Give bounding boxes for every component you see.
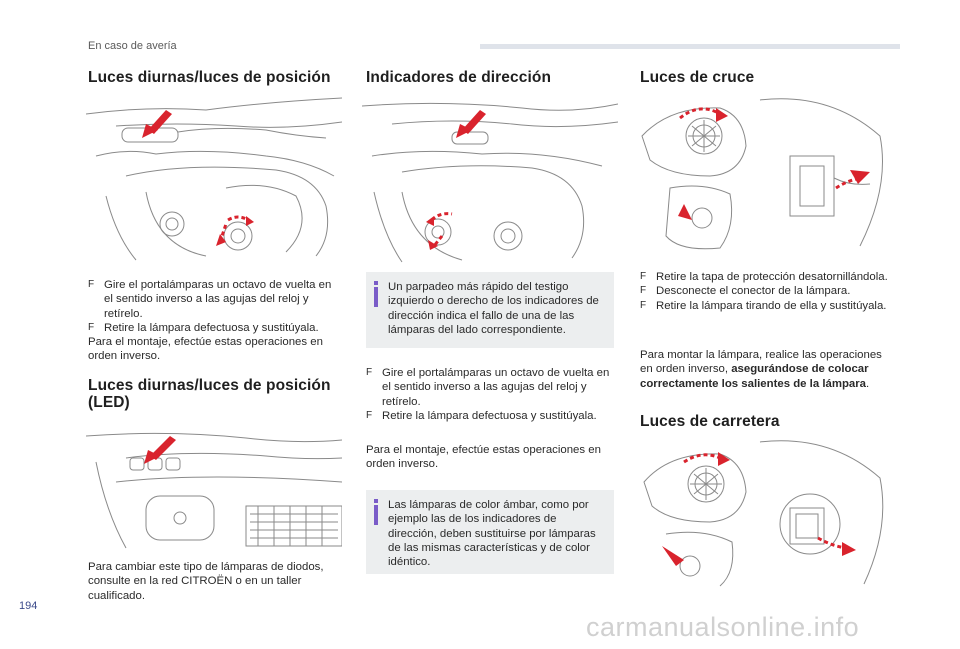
bullet-mark: F — [88, 279, 95, 290]
bullet-mark: F — [366, 367, 373, 378]
info-box-amber-lamps: Las lámparas de color ámbar, como por ej… — [366, 490, 614, 574]
title-daytime-lights: Luces diurnas/luces de posición — [88, 69, 331, 86]
bullet-mark: F — [640, 285, 647, 297]
page-number: 194 — [19, 600, 38, 612]
col1-paragraph-1: Para el montaje, efectúe estas operacion… — [88, 336, 323, 363]
title-main-beam: Luces de carretera — [640, 413, 780, 430]
bullet-mark: F — [366, 409, 373, 421]
col3-paragraph-bold: asegurándose de colocar correctamente lo… — [640, 363, 869, 390]
col2-paragraph: Para el montaje, efectúe estas operacion… — [366, 444, 601, 471]
illustration-daytime-lights — [86, 96, 342, 264]
illustration-main-beam — [640, 438, 888, 588]
watermark: carmanualsonline.info — [586, 612, 860, 642]
info-icon — [374, 281, 378, 307]
info-box-fast-blink: Un parpadeo más rápido del testigo izqui… — [366, 272, 614, 348]
col1-paragraph-2: Para cambiar este tipo de lámparas de di… — [88, 561, 324, 602]
info-icon — [374, 499, 378, 525]
title-turn-signals: Indicadores de dirección — [366, 69, 552, 86]
bullet-mark: F — [640, 271, 647, 282]
header-bar — [480, 44, 900, 49]
title-dipped-beam: Luces de cruce — [640, 69, 755, 86]
illustration-daytime-led — [86, 422, 342, 550]
illustration-turn-signals — [362, 96, 618, 264]
bullet-mark: F — [88, 321, 95, 333]
col3-paragraph: Para montar la lámpara, realice las oper… — [640, 349, 882, 390]
illustration-dipped-beam — [640, 96, 888, 256]
section-header: En caso de avería — [88, 40, 177, 52]
bullet-mark: F — [640, 299, 647, 311]
title-daytime-led: Luces diurnas/luces de posición (LED) — [88, 377, 331, 411]
